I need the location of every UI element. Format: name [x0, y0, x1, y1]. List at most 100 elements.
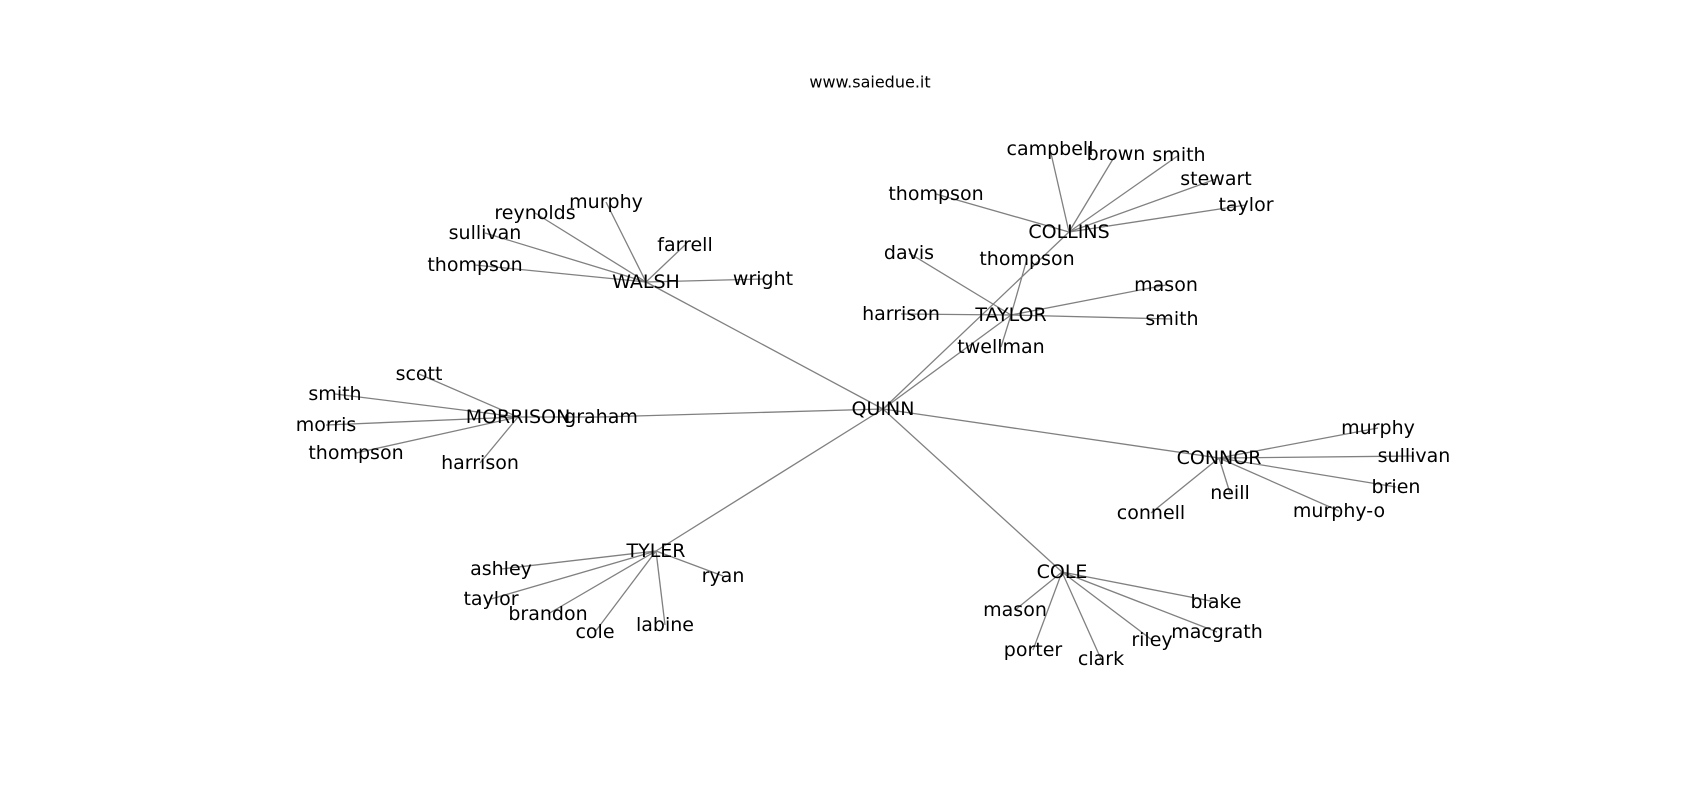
edge-collins-collins-thompson: [935, 193, 1070, 233]
edge-tyler-tyler-taylor: [490, 550, 657, 600]
node-walsh-murphy: murphy: [569, 191, 643, 213]
edge-connor-connor-connell: [1150, 457, 1220, 514]
node-collins-thompson: thompson: [888, 183, 983, 205]
node-tyler-ashley: ashley: [470, 558, 532, 580]
edge-cole-cole-porter: [1032, 571, 1063, 651]
node-tyler-labine: labine: [636, 614, 694, 636]
edge-quinn-graham: [600, 408, 884, 418]
node-cole-macgrath: macgrath: [1171, 621, 1263, 643]
node-tyler: TYLER: [625, 540, 685, 562]
edge-taylor-taylor-thompson: [1010, 258, 1028, 316]
edge-tyler-tyler-ryan: [655, 550, 724, 577]
node-connor-brien: brien: [1372, 476, 1421, 498]
edge-connor-connor-murphyo: [1218, 457, 1340, 512]
edge-morrison-morrison-smith: [334, 393, 519, 418]
node-connor-sullivan: sullivan: [1378, 445, 1451, 467]
node-taylor: TAYLOR: [974, 304, 1046, 326]
edge-morrison-morrison-morris: [325, 416, 519, 426]
edge-cole-cole-riley: [1061, 571, 1153, 641]
edge-collins-collins-brown: [1068, 153, 1117, 233]
node-tyler-cole: cole: [575, 621, 614, 643]
edge-morrison-morrison-harrison: [479, 416, 519, 464]
node-walsh-wright: wright: [733, 268, 793, 290]
node-cole-riley: riley: [1131, 629, 1172, 651]
edge-quinn-walsh: [645, 281, 884, 410]
node-taylor-smith: smith: [1145, 308, 1198, 330]
node-taylor-harrison: harrison: [862, 303, 940, 325]
node-cole-mason: mason: [983, 599, 1047, 621]
node-morrison-morris: morris: [296, 414, 357, 436]
node-morrison-smith: smith: [308, 383, 361, 405]
edge-walsh-walsh-wright: [645, 278, 764, 283]
node-taylor-mason: mason: [1134, 274, 1198, 296]
edge-walsh-walsh-farrell: [645, 244, 686, 283]
node-connor-neill: neill: [1210, 482, 1250, 504]
edge-connor-connor-brien: [1218, 457, 1397, 488]
edge-tyler-tyler-labine: [655, 550, 666, 626]
edge-tyler-tyler-ashley: [500, 550, 657, 570]
edge-quinn-connor: [882, 408, 1220, 459]
node-cole-blake: blake: [1191, 591, 1242, 613]
node-morrison-thompson: thompson: [308, 442, 403, 464]
edge-walsh-walsh-sullivan: [484, 232, 647, 283]
node-connor: CONNOR: [1177, 447, 1262, 469]
node-walsh-reynolds: reynolds: [494, 202, 575, 224]
node-collins-smith: smith: [1152, 144, 1205, 166]
edge-quinn-tyler: [655, 408, 884, 552]
node-connor-murphyo: murphy-o: [1293, 500, 1385, 522]
edge-walsh-walsh-reynolds: [534, 212, 647, 283]
node-cole: COLE: [1037, 561, 1088, 583]
edge-taylor-taylor-harrison: [900, 313, 1012, 316]
node-collins-campbell: campbell: [1007, 138, 1094, 160]
node-morrison: MORRISON: [466, 406, 571, 428]
node-walsh-thompson: thompson: [427, 254, 522, 276]
node-walsh: WALSH: [612, 271, 680, 293]
node-morrison-scott: scott: [396, 363, 443, 385]
node-taylor-twellman: twellman: [957, 336, 1044, 358]
edge-cole-cole-blake: [1061, 571, 1217, 603]
node-walsh-sullivan: sullivan: [449, 222, 522, 244]
edge-cole-cole-macgrath: [1061, 571, 1218, 633]
edge-taylor-taylor-twellman: [1000, 314, 1012, 348]
node-taylor-davis: davis: [884, 242, 934, 264]
edge-collins-collins-campbell: [1049, 148, 1070, 233]
edge-quinn-cole: [882, 408, 1063, 573]
node-connor-murphy: murphy: [1341, 417, 1415, 439]
node-collins-brown: brown: [1087, 143, 1146, 165]
node-cole-porter: porter: [1004, 639, 1063, 661]
node-quinn: QUINN: [852, 398, 915, 420]
node-connor-connell: connell: [1117, 502, 1185, 524]
edge-cole-cole-mason: [1014, 571, 1063, 611]
edge-taylor-taylor-mason: [1010, 284, 1167, 316]
edge-tyler-tyler-brandon: [547, 550, 657, 615]
edge-quinn-collins: [882, 231, 1070, 410]
node-tyler-taylor: taylor: [463, 588, 518, 610]
edge-morrison-morrison-thompson: [355, 416, 519, 454]
site-caption: www.saiedue.it: [809, 73, 930, 92]
edge-connor-connor-neill: [1218, 457, 1231, 494]
edge-taylor-taylor-davis: [908, 252, 1012, 316]
edge-walsh-walsh-thompson: [474, 264, 647, 283]
node-taylor-thompson: thompson: [979, 248, 1074, 270]
edge-collins-collins-taylor: [1068, 204, 1247, 233]
edge-walsh-walsh-murphy: [605, 201, 647, 283]
edge-morrison-morrison-scott: [418, 373, 519, 418]
edge-taylor-taylor-smith: [1010, 314, 1173, 320]
node-label-layer: QUINN WALSH COLLINS TAYLOR MORRISON CONNOR TYL…: [296, 138, 1451, 670]
node-tyler-ryan: ryan: [702, 565, 745, 587]
edge-tyler-tyler-cole: [594, 550, 657, 633]
node-walsh-farrell: farrell: [657, 234, 712, 256]
node-tyler-brandon: brandon: [508, 603, 587, 625]
node-cole-clark: clark: [1078, 648, 1124, 670]
edge-cole-cole-clark: [1061, 571, 1102, 660]
node-collins-stewart: stewart: [1180, 168, 1251, 190]
node-morrison-harrison: harrison: [441, 452, 519, 474]
node-collins: COLLINS: [1028, 221, 1109, 243]
node-collins-taylor: taylor: [1218, 194, 1273, 216]
edge-quinn-taylor: [882, 314, 1012, 410]
edge-layer: [325, 148, 1415, 660]
edge-collins-collins-stewart: [1068, 178, 1217, 233]
node-graham: graham: [564, 406, 638, 428]
edge-collins-collins-smith: [1068, 154, 1180, 233]
